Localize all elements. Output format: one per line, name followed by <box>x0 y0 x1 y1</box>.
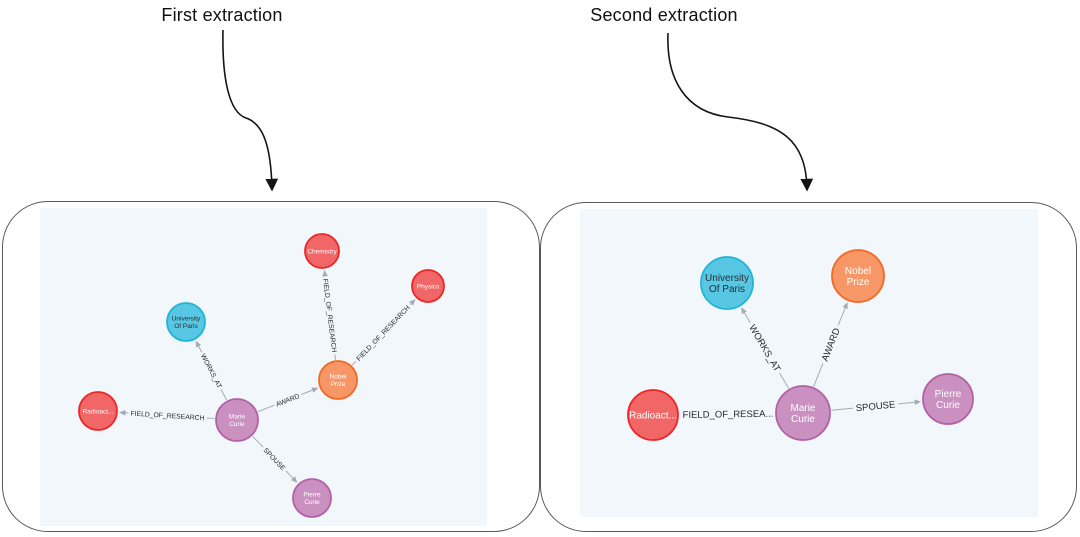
annotation-label-second: Second extraction <box>590 5 738 25</box>
annotation-label-first: First extraction <box>161 5 283 25</box>
annotation-arrow-first <box>222 29 279 192</box>
graph-viewport-second <box>580 209 1038 517</box>
annotation-arrow-second <box>667 32 814 192</box>
graph-viewport-first <box>40 208 487 526</box>
